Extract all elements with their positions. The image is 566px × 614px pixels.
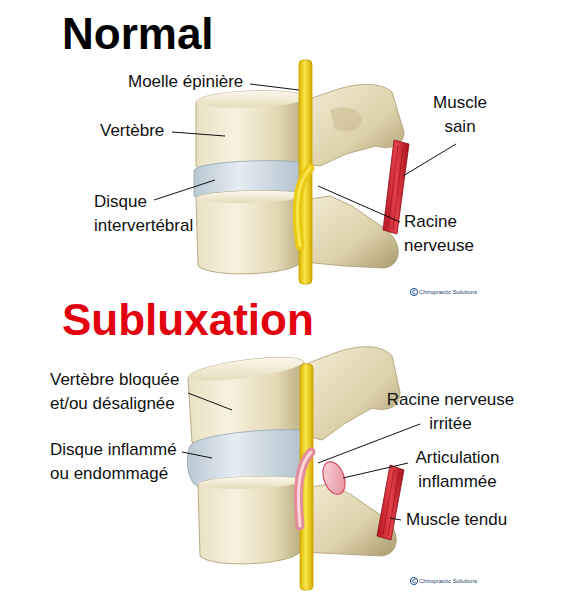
leader-line (250, 84, 299, 90)
part-label: Racine nerveuse irritée (378, 388, 523, 436)
section-heading: Subluxation (62, 294, 314, 346)
vertebra-top (188, 357, 304, 380)
part-label: Muscle tendu (406, 508, 507, 532)
nerve-root (297, 168, 310, 246)
leader-line (172, 132, 225, 136)
part-label: Muscle sain (425, 91, 495, 139)
irritated-nerve-root (298, 452, 311, 526)
leader-line (318, 424, 420, 463)
copyright-logo (410, 577, 417, 584)
copyright-logo (410, 288, 417, 295)
part-label: Articulation inflammée (400, 446, 515, 494)
part-label: Vertèbre bloquée et/ou désalignée (50, 368, 200, 416)
muscle (377, 465, 404, 540)
subluxation-spine (187, 347, 404, 590)
vertebra-top (198, 477, 302, 489)
posterior-process (304, 196, 398, 268)
part-label: Racine nerveuse (404, 210, 486, 258)
muscle-fibres (383, 470, 399, 536)
posterior-process (306, 84, 404, 166)
part-label: Moelle épinière (128, 70, 243, 94)
section-heading: Normal (62, 8, 214, 60)
leader-line (390, 518, 401, 520)
leader-line (188, 393, 232, 410)
leader-line (343, 463, 408, 478)
vertebra-top (196, 91, 306, 108)
posterior-process (306, 347, 400, 440)
normal-spine (194, 60, 409, 284)
nerve-root-highlight (297, 168, 310, 246)
watermark: Chiropractic Solutions (419, 577, 477, 585)
leader-line (318, 186, 400, 222)
vertebra-top (196, 191, 304, 203)
nerve-root-highlight (298, 452, 311, 526)
vertebra-body (196, 191, 304, 274)
watermark: Chiropractic Solutions (419, 288, 477, 296)
vertebra-body (196, 91, 306, 171)
leader-line (154, 180, 215, 200)
part-label: Vertèbre (100, 119, 164, 143)
vertebra-body (198, 477, 302, 564)
part-label: Disque intervertébral (94, 190, 219, 238)
leader-line (182, 452, 212, 458)
leader-line (403, 144, 456, 176)
bone-shading (330, 107, 362, 131)
part-label: Disque inflammé ou endommagé (50, 438, 188, 486)
